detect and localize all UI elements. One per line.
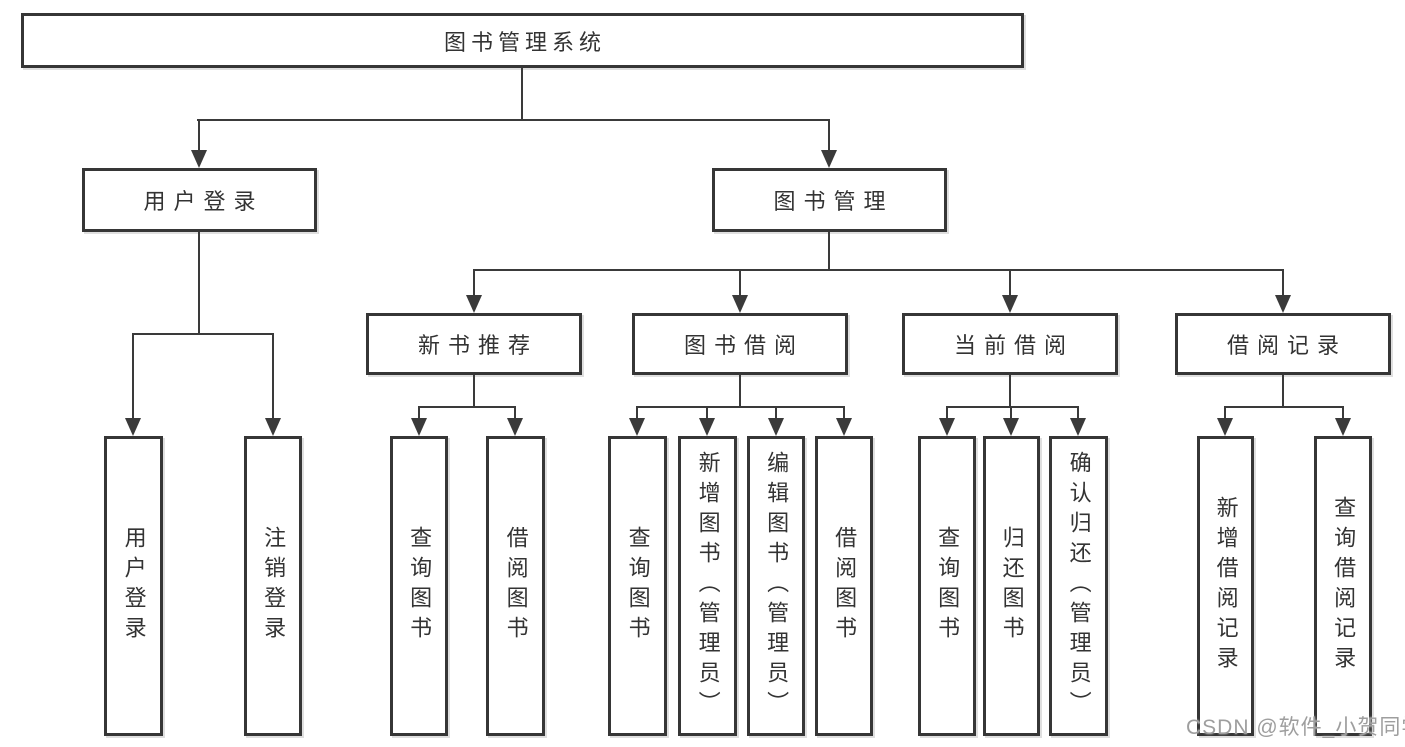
node-user-login-label: 用户登录 (143, 189, 264, 214)
connector-stub-leaf-logout (272, 333, 274, 418)
arrow-down-icon (1217, 418, 1233, 436)
arrow-down-icon (939, 418, 955, 436)
leaf-add-book-admin-label: 新增图书（管理员） (695, 451, 721, 721)
connector-stub-leaf (706, 406, 708, 419)
arrow-down-icon (732, 295, 748, 313)
connector-level3-hline (473, 269, 1284, 271)
node-book-borrow-label: 图书借阅 (683, 333, 804, 358)
connector-stub-leaf (418, 406, 420, 419)
node-book-management: 图书管理 (712, 168, 947, 232)
leaf-query-books-current-label: 查询图书 (935, 526, 961, 646)
node-borrow-records-label: 借阅记录 (1226, 333, 1347, 358)
leaf-borrow-books-borrow-label: 借阅图书 (832, 526, 858, 646)
connector-borrow-records-hline (1224, 406, 1343, 408)
leaf-edit-book-admin: 编辑图书（管理员） (747, 436, 805, 736)
leaf-logout: 注销登录 (244, 436, 302, 736)
arrow-down-icon (411, 418, 427, 436)
node-book-management-label: 图书管理 (773, 189, 894, 214)
arrow-down-icon (821, 150, 837, 168)
connector-user-login-trunk (198, 232, 200, 335)
connector-stub-new-book (473, 269, 475, 295)
connector-book-borrow-hline (636, 406, 844, 408)
connector-stub-leaf (1077, 406, 1079, 419)
leaf-add-borrow-record: 新增借阅记录 (1197, 436, 1254, 736)
connector-stub-leaf (946, 406, 948, 419)
node-borrow-records: 借阅记录 (1175, 313, 1391, 375)
arrow-down-icon (629, 418, 645, 436)
leaf-confirm-return-admin: 确认归还（管理员） (1049, 436, 1108, 736)
connector-stub-book-management (828, 119, 830, 151)
watermark: CSDN @软件_小贺同学 (1186, 716, 1405, 739)
connector-stub-user-login (198, 119, 200, 151)
leaf-logout-label: 注销登录 (261, 526, 287, 646)
node-root-label: 图书管理系统 (443, 29, 606, 55)
leaf-query-books-current: 查询图书 (918, 436, 976, 736)
connector-book-borrow-trunk (739, 375, 741, 408)
leaf-query-books-newbook: 查询图书 (390, 436, 448, 736)
leaf-borrow-books-borrow: 借阅图书 (815, 436, 873, 736)
connector-stub-current-borrow (1009, 269, 1011, 295)
leaf-query-borrow-record: 查询借阅记录 (1314, 436, 1372, 736)
node-new-book-recommend: 新书推荐 (366, 313, 582, 375)
node-user-login: 用户登录 (82, 168, 317, 232)
connector-new-book-hline (418, 406, 516, 408)
connector-stub-leaf (1342, 406, 1344, 419)
leaf-borrow-books-newbook-label: 借阅图书 (503, 526, 529, 646)
node-book-borrow: 图书借阅 (632, 313, 848, 375)
node-root: 图书管理系统 (21, 13, 1024, 68)
connector-user-login-hline (133, 333, 274, 335)
connector-root-trunk (521, 68, 523, 121)
arrow-down-icon (1335, 418, 1351, 436)
connector-stub-leaf (1224, 406, 1226, 419)
leaf-add-borrow-record-label: 新增借阅记录 (1213, 496, 1239, 676)
leaf-user-login-label: 用户登录 (121, 526, 147, 646)
node-current-borrow: 当前借阅 (902, 313, 1118, 375)
arrow-down-icon (1003, 418, 1019, 436)
leaf-add-book-admin: 新增图书（管理员） (678, 436, 737, 736)
leaf-return-books: 归还图书 (983, 436, 1040, 736)
node-new-book-recommend-label: 新书推荐 (417, 333, 538, 358)
arrow-down-icon (699, 418, 715, 436)
leaf-query-books-borrow: 查询图书 (608, 436, 667, 736)
leaf-query-books-newbook-label: 查询图书 (407, 526, 433, 646)
connector-stub-leaf (636, 406, 638, 419)
leaf-return-books-label: 归还图书 (999, 526, 1025, 646)
connector-root-hline (197, 119, 830, 121)
arrow-down-icon (507, 418, 523, 436)
arrow-down-icon (466, 295, 482, 313)
leaf-query-books-borrow-label: 查询图书 (625, 526, 651, 646)
connector-current-borrow-trunk (1009, 375, 1011, 408)
leaf-query-borrow-record-label: 查询借阅记录 (1331, 496, 1357, 676)
leaf-confirm-return-admin-label: 确认归还（管理员） (1066, 451, 1092, 721)
arrow-down-icon (1002, 295, 1018, 313)
node-current-borrow-label: 当前借阅 (953, 333, 1074, 358)
connector-current-borrow-hline (946, 406, 1079, 408)
arrow-down-icon (1275, 295, 1291, 313)
connector-stub-book-borrow (739, 269, 741, 295)
connector-stub-leaf (775, 406, 777, 419)
connector-book-management-trunk (828, 232, 830, 271)
connector-stub-leaf-user-login (132, 333, 134, 418)
connector-borrow-records-trunk (1282, 375, 1284, 408)
connector-stub-borrow-records (1282, 269, 1284, 295)
leaf-borrow-books-newbook: 借阅图书 (486, 436, 545, 736)
connector-new-book-trunk (473, 375, 475, 408)
leaf-edit-book-admin-label: 编辑图书（管理员） (764, 451, 790, 721)
arrow-down-icon (768, 418, 784, 436)
arrow-down-icon (265, 418, 281, 436)
arrow-down-icon (191, 150, 207, 168)
leaf-user-login: 用户登录 (104, 436, 163, 736)
arrow-down-icon (836, 418, 852, 436)
connector-stub-leaf (843, 406, 845, 419)
connector-stub-leaf (1010, 406, 1012, 419)
arrow-down-icon (1070, 418, 1086, 436)
arrow-down-icon (125, 418, 141, 436)
connector-stub-leaf (514, 406, 516, 419)
